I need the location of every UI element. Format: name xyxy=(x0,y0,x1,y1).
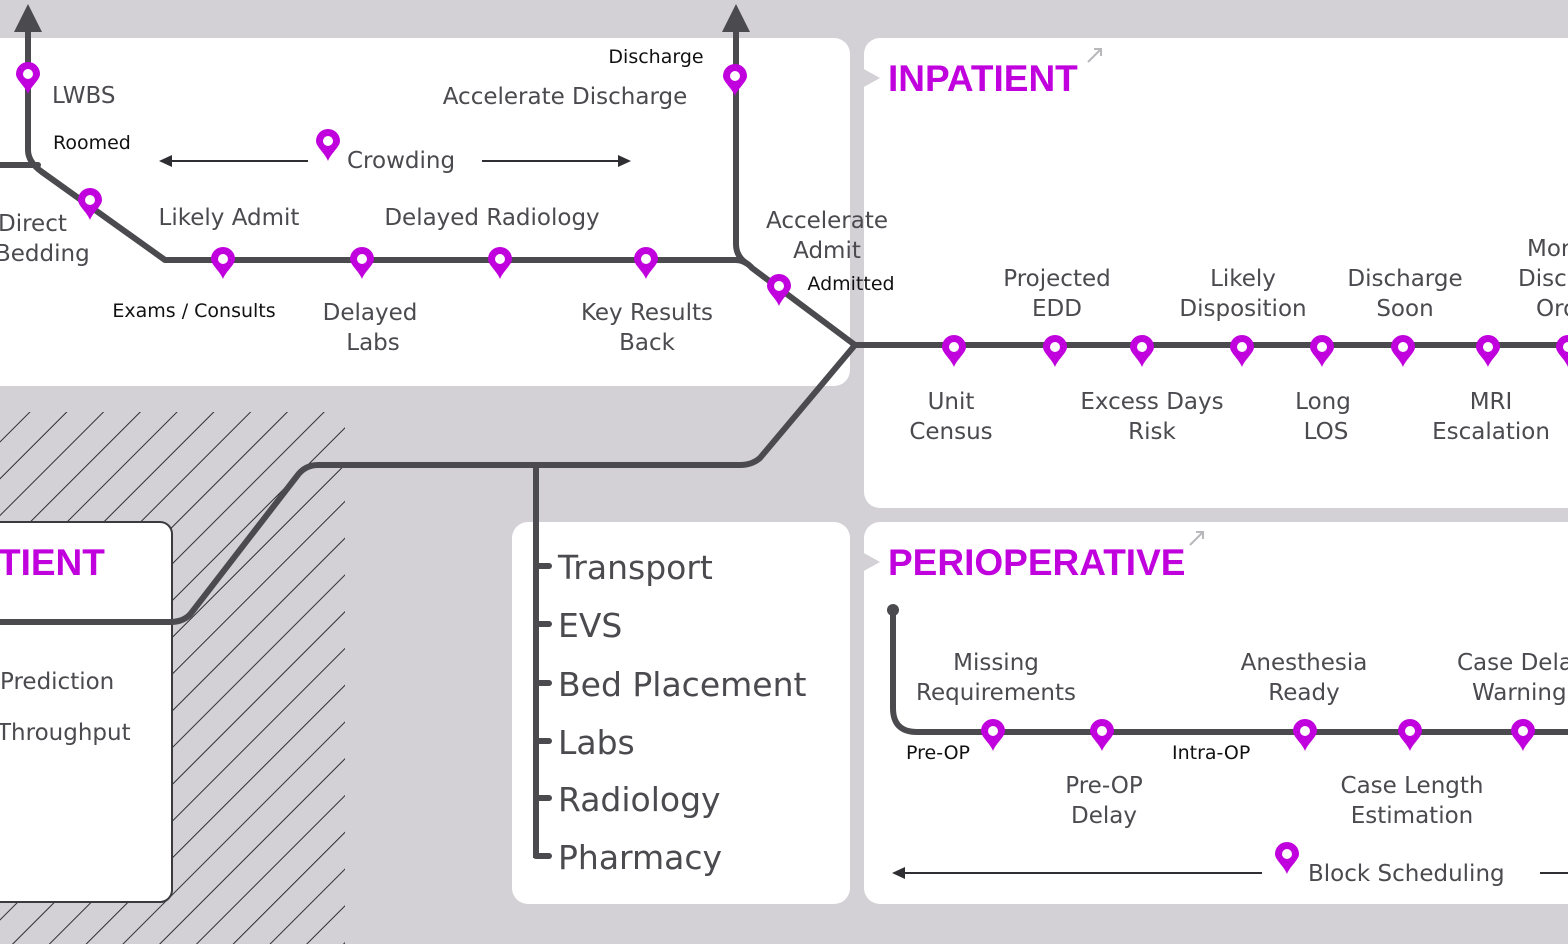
emergency-panel xyxy=(0,38,850,386)
anesthesia-ready-label-1: Anesthesia xyxy=(1241,650,1368,676)
service-evs: EVS xyxy=(558,606,622,645)
lwbs-exit-arrow xyxy=(14,4,42,32)
direct-bedding-label-2: Bedding xyxy=(0,241,90,267)
services-panel xyxy=(512,522,850,904)
long-los-label-2: LOS xyxy=(1304,419,1349,445)
delayed-radiology-label: Delayed Radiology xyxy=(384,205,599,231)
anesthesia-ready-label-2: Ready xyxy=(1268,680,1339,706)
perioperative-panel xyxy=(864,522,1568,904)
outpatient-item-throughput: Throughput xyxy=(0,720,131,746)
accelerate-discharge-label: Accelerate Discharge xyxy=(443,84,688,110)
projected-edd-label-1: Projected xyxy=(1003,266,1110,292)
likely-disposition-label-1: Likely xyxy=(1210,266,1276,292)
stage-intra-op-label: Intra-OP xyxy=(1172,742,1250,764)
exams-consults-label: Exams / Consults xyxy=(112,300,275,322)
long-los-label-1: Long xyxy=(1295,389,1351,415)
outpatient-item-prediction: Prediction xyxy=(0,669,114,695)
mri-escalation-label-2: Escalation xyxy=(1432,419,1550,445)
accelerate-admit-label-2: Admit xyxy=(793,238,861,264)
pre-op-delay-label-1: Pre-OP xyxy=(1065,773,1143,799)
direct-bedding-label-1: Direct xyxy=(0,211,67,237)
discharge-soon-label-2: Soon xyxy=(1376,296,1433,322)
crowding-arrow-left xyxy=(159,155,172,167)
lwbs-label: LWBS xyxy=(52,83,115,109)
delayed-labs-label-1: Delayed xyxy=(323,300,418,326)
likely-disposition-label-2: Disposition xyxy=(1179,296,1306,322)
excess-days-label-2: Risk xyxy=(1128,419,1176,445)
case-delay-label-2: Warning xyxy=(1472,680,1567,706)
service-transport: Transport xyxy=(557,548,713,587)
inpatient-link-icon[interactable] xyxy=(1087,48,1102,63)
discharge-soon-label-1: Discharge xyxy=(1347,266,1462,292)
likely-admit-label: Likely Admit xyxy=(159,205,300,231)
outpatient-title: TIENT xyxy=(0,542,105,583)
more-discharge-orders-label-1: Mor xyxy=(1527,236,1568,262)
unit-census-label-1: Unit xyxy=(928,389,975,415)
roomed-label: Roomed xyxy=(53,132,131,154)
discharge-label: Discharge xyxy=(608,46,703,68)
outpatient-panel xyxy=(0,521,173,903)
services-ticks xyxy=(533,563,552,859)
case-length-label-1: Case Length xyxy=(1341,773,1484,799)
inpatient-title: INPATIENT xyxy=(888,58,1078,99)
block-scheduling-label: Block Scheduling xyxy=(1308,861,1505,887)
case-delay-label-1: Case Dela xyxy=(1457,650,1568,676)
admitted-label: Admitted xyxy=(807,273,894,295)
more-discharge-orders-label-2: Disc xyxy=(1518,266,1567,292)
service-labs: Labs xyxy=(558,723,635,762)
perioperative-line xyxy=(890,610,1568,735)
excess-days-label-1: Excess Days xyxy=(1080,389,1223,415)
inpatient-panel xyxy=(864,38,1568,508)
accelerate-admit-label-1: Accelerate xyxy=(766,208,888,234)
unit-census-label-2: Census xyxy=(909,419,992,445)
perioperative-notch xyxy=(862,552,880,572)
missing-requirements-label-1: Missing xyxy=(953,650,1039,676)
more-discharge-orders-label-3: Ord xyxy=(1536,296,1568,322)
pre-op-delay-label-2: Delay xyxy=(1071,803,1137,829)
discharge-exit-arrow xyxy=(722,4,750,32)
perioperative-start-dot xyxy=(887,604,899,616)
perioperative-link-icon[interactable] xyxy=(1189,531,1204,546)
case-length-label-2: Estimation xyxy=(1351,803,1473,829)
missing-requirements-label-2: Requirements xyxy=(916,680,1076,706)
crowding-label: Crowding xyxy=(347,148,455,174)
block-scheduling-arrow-left xyxy=(892,867,905,879)
service-radiology: Radiology xyxy=(558,780,721,819)
crowding-arrow-right xyxy=(618,155,631,167)
stage-pre-op-label: Pre-OP xyxy=(906,742,970,764)
mri-escalation-label-1: MRI xyxy=(1470,389,1513,415)
key-results-label-2: Back xyxy=(619,330,676,356)
key-results-label-1: Key Results xyxy=(581,300,713,326)
projected-edd-label-2: EDD xyxy=(1032,296,1082,322)
delayed-labs-label-2: Labs xyxy=(346,330,400,356)
inpatient-notch xyxy=(862,68,880,88)
track-lines xyxy=(0,27,1568,625)
service-bed-placement: Bed Placement xyxy=(558,665,806,704)
service-pharmacy: Pharmacy xyxy=(558,838,722,877)
perioperative-title: PERIOPERATIVE xyxy=(888,542,1185,583)
